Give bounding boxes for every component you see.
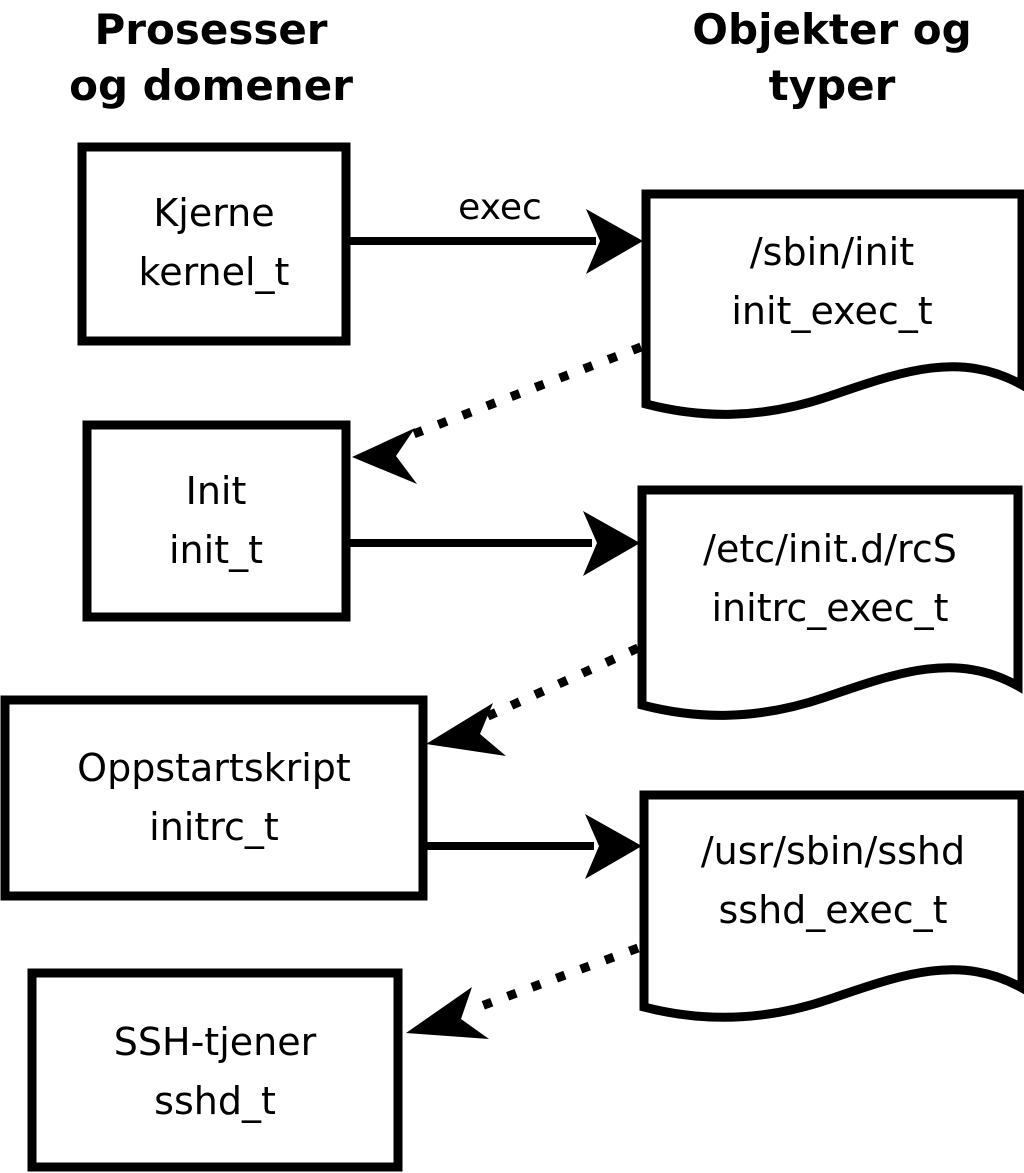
heading-left-line1: Prosesser [94,5,327,54]
object-node-initrc-exec-path: /etc/init.d/rcS [703,527,957,571]
edge-initrc-exec-to-initrc-line [484,643,640,722]
object-node-init-exec[interactable]: /sbin/init init_exec_t [641,189,1024,419]
process-node-sshd-type: sshd_t [154,1079,276,1123]
process-node-sshd-shape[interactable] [27,968,403,1172]
edge-sshd-exec-to-sshd-line [466,943,640,1016]
process-node-sshd-name: SSH-tjener [114,1020,317,1064]
process-node-initrc-type: initrc_t [149,805,279,849]
object-node-initrc-exec[interactable]: /etc/init.d/rcS initrc_exec_t [637,485,1023,720]
edge-initrc-to-sshd-exec [423,814,642,879]
edge-init-exec-to-init-arrowhead [352,428,417,484]
object-node-init-exec-path: /sbin/init [750,230,914,274]
edge-init-to-initrc-exec [346,511,640,576]
process-node-init[interactable]: Init init_t [82,420,351,622]
edge-sshd-exec-to-sshd-arrowhead [406,987,489,1039]
edge-init-to-initrc-exec-arrowhead [583,511,640,576]
edge-initrc-to-sshd-exec-arrowhead [585,814,642,879]
column-heading-right: Objekter og typer [692,5,971,110]
edge-init-exec-to-init [352,342,643,484]
process-node-init-type: init_t [169,528,263,572]
object-node-sshd-exec-path: /usr/sbin/sshd [701,829,965,873]
object-node-init-exec-shape[interactable] [641,189,1024,419]
process-node-initrc-shape[interactable] [0,695,428,901]
object-node-sshd-exec[interactable]: /usr/sbin/sshd sshd_exec_t [639,790,1024,1022]
process-node-kernel[interactable]: Kjerne kernel_t [77,142,351,346]
edge-initrc-exec-to-initrc-arrowhead [426,703,506,756]
edge-sshd-exec-to-sshd [406,943,640,1039]
edge-initrc-exec-to-initrc [426,643,640,756]
edge-kernel-to-init-exec: exec [346,187,643,274]
heading-right-line1: Objekter og [692,5,971,54]
heading-left-line2: og domener [69,61,353,110]
edge-init-exec-to-init-line [396,342,643,445]
process-node-kernel-type: kernel_t [139,250,290,294]
edge-kernel-to-init-exec-arrowhead [586,209,643,274]
object-node-initrc-exec-type: initrc_exec_t [712,586,949,630]
process-node-initrc-name: Oppstartskript [77,746,351,790]
process-node-init-name: Init [186,469,247,513]
process-node-kernel-shape[interactable] [77,142,351,346]
process-node-kernel-name: Kjerne [153,191,274,235]
process-node-init-shape[interactable] [82,420,351,622]
object-node-init-exec-type: init_exec_t [731,289,932,333]
heading-right-line2: typer [769,61,896,110]
object-node-sshd-exec-shape[interactable] [639,790,1024,1022]
column-heading-left: Prosesser og domener [69,5,353,110]
process-node-sshd[interactable]: SSH-tjener sshd_t [27,968,403,1172]
process-node-initrc[interactable]: Oppstartskript initrc_t [0,695,428,901]
edge-label-exec: exec [458,187,542,228]
object-node-initrc-exec-shape[interactable] [637,485,1023,720]
object-node-sshd-exec-type: sshd_exec_t [718,888,947,932]
